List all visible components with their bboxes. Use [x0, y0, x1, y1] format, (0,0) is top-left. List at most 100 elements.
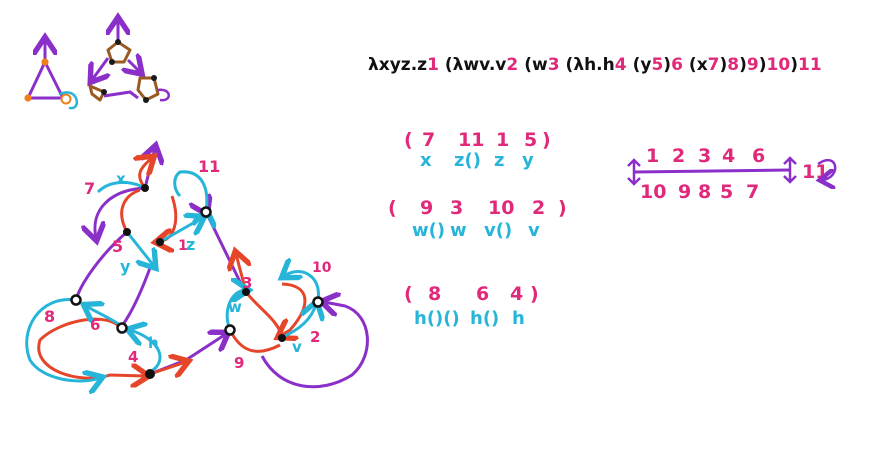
expression-token: 1 [427, 55, 439, 75]
group-var: v [528, 220, 540, 241]
graph-edge [120, 267, 152, 327]
graph-node [123, 228, 131, 236]
edge-number-label: 7 [84, 179, 95, 198]
expression-token: 3 [548, 55, 560, 75]
mini-node [41, 58, 49, 66]
edge-number-label: 1 [178, 238, 188, 254]
double-arrow-icon [627, 158, 641, 186]
group-close-paren: ) [558, 197, 567, 219]
order-top-number: 4 [722, 145, 735, 167]
expression-token: ) [759, 55, 767, 75]
graph-node [200, 206, 212, 218]
group-var: z() [454, 150, 481, 171]
group-var: v() [484, 220, 512, 241]
edge-number-label: 2 [310, 328, 320, 346]
edge-number-label: 9 [234, 354, 244, 372]
loop-arrow-icon [818, 158, 837, 180]
group-open-paren: ( [404, 283, 413, 305]
var-label: z [186, 235, 195, 254]
tuple-group-3: ( 8 6 4 ) h()() h() h [404, 283, 539, 329]
edge-number-label: 8 [44, 307, 55, 326]
order-bottom-number: 8 [698, 181, 711, 203]
graph-edge [25, 298, 100, 381]
var-label: h [148, 334, 159, 352]
expression-token: 5 [651, 55, 663, 75]
graph-edge [145, 148, 155, 189]
group-var: w() [412, 220, 445, 241]
group-close-paren: ) [542, 129, 551, 151]
var-label: v [292, 338, 302, 356]
graph-node [145, 369, 155, 379]
tuple-group-1: ( 7 11 1 5 ) x z() z y [404, 129, 551, 171]
graph-node [156, 238, 164, 246]
mini-node [24, 94, 32, 102]
group-number: 6 [476, 283, 489, 305]
group-number: 10 [488, 197, 514, 219]
expression-token: ) [790, 55, 798, 75]
order-top-number: 3 [698, 145, 711, 167]
graph-edge [120, 188, 141, 233]
graph-node [278, 334, 286, 342]
group-number: 5 [524, 129, 537, 151]
graph-edge [95, 186, 146, 238]
graph-edge [149, 334, 226, 376]
expression-token: (w [524, 55, 548, 75]
order-bottom-number: 10 [640, 181, 666, 203]
group-close-paren: ) [530, 283, 539, 305]
graph-node [116, 322, 128, 334]
graph-edge [280, 282, 307, 336]
expression-token: (x [689, 55, 708, 75]
group-var: z [494, 150, 504, 171]
expression-token: 9 [747, 55, 759, 75]
group-number: 9 [420, 197, 433, 219]
group-open-paren: ( [404, 129, 413, 151]
graph-edge [130, 330, 162, 374]
var-label: x [116, 170, 126, 188]
order-bottom-number: 7 [746, 181, 759, 203]
expression-token: 11 [798, 55, 822, 75]
mini-structure-sketch [90, 20, 170, 103]
group-number: 4 [510, 283, 523, 305]
expression-token: 4 [615, 55, 627, 75]
group-number: 8 [428, 283, 441, 305]
edge-number-label: 4 [128, 348, 138, 366]
graph-edge [173, 170, 207, 212]
order-line: 1 2 3 4 6 10 9 8 5 7 11 [627, 145, 837, 203]
edge-number-label: 6 [90, 316, 100, 334]
order-line-stroke [633, 168, 791, 174]
expression-token: (λh.h [566, 55, 615, 75]
graph-edge [260, 302, 369, 389]
group-open-paren: ( [388, 197, 397, 219]
graph-edge [228, 329, 281, 353]
expression-token: (λwv.v [445, 55, 506, 75]
edge-number-label: 10 [312, 260, 332, 276]
expression-token: 7 [708, 55, 720, 75]
group-number: 3 [450, 197, 463, 219]
group-var: w [450, 220, 467, 241]
edge-number-label: 3 [242, 274, 252, 292]
order-bottom-number: 9 [678, 181, 691, 203]
graph-edge [284, 272, 320, 301]
expression-token: 2 [506, 55, 518, 75]
expression-token: (y [633, 55, 652, 75]
edge-number-label: 5 [112, 237, 123, 256]
group-number: 1 [496, 129, 509, 151]
expression-token: 6 [671, 55, 683, 75]
lambda-expression: λxyz.z1(λwv.v2(w3(λh.h4(y5)6(x7)8)9)10)1… [368, 55, 822, 75]
main-graph: 7 11 5 1 8 6 4 3 10 9 2 x z y h w v [25, 148, 369, 389]
order-bottom-number: 5 [720, 181, 733, 203]
graph-edge [96, 181, 146, 194]
group-var: y [522, 150, 534, 171]
graph-node [312, 296, 324, 308]
expression-token: λxyz.z [368, 55, 427, 75]
group-var: h() [470, 308, 499, 329]
order-top-number: 2 [672, 145, 685, 167]
graph-node [141, 184, 149, 192]
mini-node [60, 93, 72, 105]
graph-edge [206, 212, 246, 291]
graph-edge [86, 306, 121, 327]
double-arrow-icon [783, 156, 797, 184]
graph-edge [159, 218, 202, 244]
graph-node [70, 294, 82, 306]
